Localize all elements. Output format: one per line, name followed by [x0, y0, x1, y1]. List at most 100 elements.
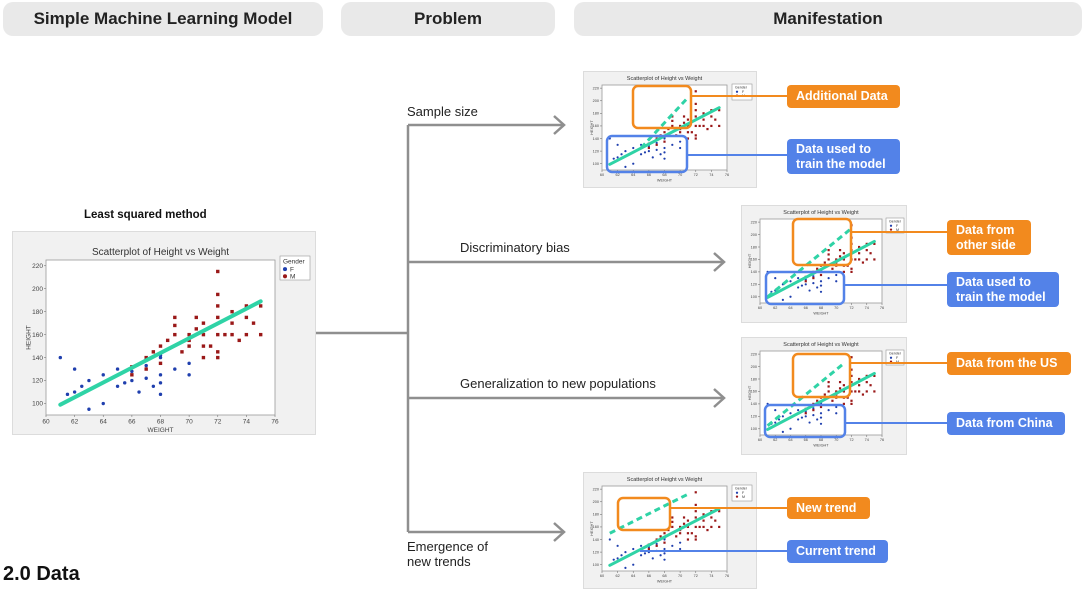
arrow-new-trends-head: [553, 522, 566, 542]
tag-data-used-to-train-1: Data used to train the model: [787, 139, 900, 174]
legend-marker: [889, 228, 893, 231]
orange-box-2: [791, 217, 853, 267]
x-tick-label: 60: [600, 173, 604, 177]
data-point-m: [694, 90, 697, 93]
data-point-m: [858, 252, 861, 255]
y-tick-label: 100: [751, 295, 757, 299]
y-tick-label: 180: [751, 245, 757, 249]
data-point-m: [686, 131, 690, 134]
data-point-m: [812, 409, 815, 412]
orange-box-3: [791, 352, 852, 399]
data-point-m: [827, 385, 830, 388]
data-point-m: [223, 332, 227, 337]
x-tick-label: 76: [880, 438, 884, 442]
data-point-m: [838, 255, 842, 258]
data-point-m: [694, 134, 697, 137]
legend-marker: [282, 267, 288, 272]
data-point-f: [187, 361, 191, 366]
data-point-m: [702, 513, 705, 516]
data-point-f: [616, 156, 619, 159]
data-point-m: [130, 373, 134, 377]
y-tick-label: 220: [593, 86, 599, 90]
data-point-m: [831, 267, 834, 270]
data-point-m: [201, 332, 206, 337]
data-point-m: [823, 393, 826, 396]
y-tick-label: 140: [32, 355, 43, 362]
fit-line: [608, 507, 721, 567]
data-point-f: [616, 544, 619, 547]
data-point-m: [694, 516, 697, 519]
data-point-m: [850, 390, 853, 393]
data-point-m: [187, 332, 191, 337]
x-tick-label: 76: [725, 173, 729, 177]
x-tick-label: 70: [186, 419, 194, 426]
data-point-m: [144, 367, 148, 371]
blue-box-2: [764, 270, 846, 306]
data-point-m: [804, 412, 807, 415]
data-point-m: [694, 109, 697, 112]
data-point-m: [842, 270, 845, 273]
data-point-m: [237, 338, 241, 343]
data-point-f: [158, 373, 163, 377]
data-point-m: [671, 119, 674, 122]
x-tick-label: 72: [849, 438, 853, 442]
data-point-m: [858, 245, 861, 249]
data-point-m: [679, 131, 682, 134]
data-point-f: [797, 277, 800, 280]
data-point-f: [663, 552, 666, 555]
data-point-m: [230, 309, 234, 314]
data-point-m: [258, 304, 263, 308]
plot-area: [759, 350, 883, 436]
data-point-f: [781, 298, 784, 301]
y-tick-label: 180: [751, 377, 757, 381]
y-tick-label: 180: [593, 112, 599, 116]
legend-title: Gender: [889, 220, 902, 224]
x-tick-label: 76: [880, 306, 884, 310]
x-tick-label: 74: [243, 419, 251, 426]
data-point-m: [663, 541, 666, 544]
data-point-m: [869, 252, 872, 255]
x-tick-label: 62: [773, 306, 777, 310]
data-point-f: [797, 286, 800, 289]
y-tick-label: 140: [593, 137, 599, 141]
data-point-f: [651, 557, 654, 560]
data-point-f: [632, 563, 635, 566]
data-point-f: [663, 151, 666, 154]
x-tick-label: 72: [849, 306, 853, 310]
data-point-f: [624, 165, 627, 168]
x-tick-label: 62: [616, 173, 620, 177]
data-point-f: [643, 151, 647, 154]
legend-item-label: F: [742, 90, 745, 94]
x-tick-label: 76: [725, 574, 729, 578]
data-point-m: [244, 315, 249, 320]
x-tick-label: 74: [709, 173, 713, 177]
x-tick-label: 60: [42, 419, 50, 426]
x-tick-label: 68: [819, 438, 823, 442]
y-tick-label: 140: [751, 270, 757, 274]
x-tick-label: 64: [100, 419, 108, 426]
data-point-m: [827, 258, 830, 261]
data-point-m: [671, 124, 674, 128]
orange-box-1: [631, 84, 693, 130]
data-point-f: [616, 557, 619, 560]
data-point-m: [686, 118, 690, 121]
data-point-m: [698, 124, 701, 128]
data-point-m: [861, 261, 865, 264]
legend-item-label: M: [896, 360, 899, 364]
legend-marker: [889, 356, 893, 359]
data-point-f: [655, 542, 658, 546]
data-point-m: [679, 532, 682, 535]
data-point-f: [624, 551, 627, 554]
y-tick-label: 140: [751, 402, 757, 406]
data-point-f: [651, 156, 654, 159]
data-point-f: [812, 275, 815, 278]
data-point-f: [173, 367, 177, 371]
data-point-f: [819, 290, 823, 293]
data-point-f: [774, 409, 777, 412]
data-point-f: [632, 146, 635, 150]
data-point-f: [812, 413, 815, 417]
x-axis-label: WEIGHT: [148, 427, 174, 434]
data-point-m: [718, 510, 721, 513]
